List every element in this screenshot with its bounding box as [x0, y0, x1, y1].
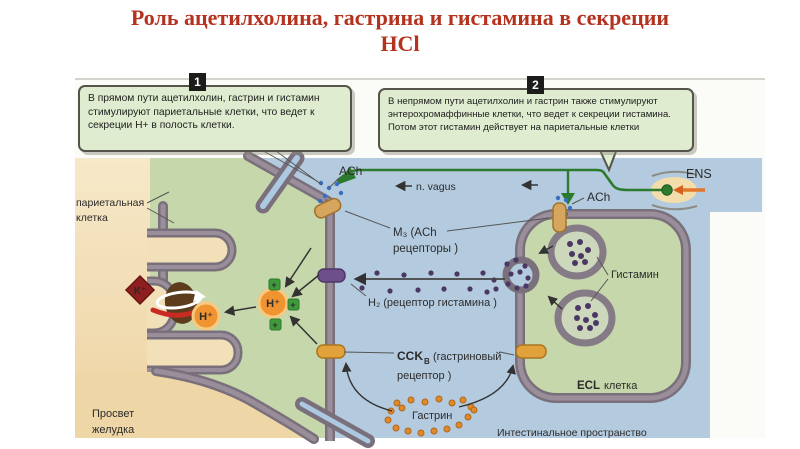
ecl-cell-label: ECL — [577, 380, 600, 392]
svg-text:рецептор ): рецептор ) — [397, 370, 451, 382]
nerve-terminal-right — [561, 193, 575, 205]
m3-receptor — [313, 197, 342, 219]
svg-text:(гастриновый: (гастриновый — [433, 351, 501, 363]
h-ion-label-1: H⁺ — [199, 311, 213, 323]
m3-receptor-label: M₃ (ACh — [393, 227, 437, 239]
step-2-badge: 2 — [527, 76, 544, 94]
signal-arrows — [223, 179, 538, 345]
cckb-receptor-ecl — [515, 344, 547, 359]
gastrin-label: Гастрин — [412, 410, 452, 422]
svg-text:клетка: клетка — [76, 212, 108, 224]
step-1-badge: 1 — [189, 73, 206, 91]
cckb-receptor-label: CCK — [397, 349, 423, 363]
lumen-label: Просвет — [92, 408, 134, 420]
histamine-dots — [359, 257, 531, 295]
svg-text:клетка: клетка — [604, 380, 638, 392]
gastrin-arrow-left — [341, 362, 393, 412]
parietal-cell — [75, 150, 375, 448]
box2-tail — [597, 145, 619, 173]
proton-pump-group — [124, 274, 300, 331]
k-ion-label: K⁺ — [134, 286, 147, 297]
slide-title: Роль ацетилхолина, гастрина и гистамина … — [0, 5, 800, 57]
svg-text:желудка: желудка — [92, 424, 135, 436]
callout-box-1: В прямом пути ацетилхолин, гастрин и гис… — [78, 85, 352, 152]
leader-lines — [146, 147, 609, 356]
gastrin-cluster — [341, 362, 516, 437]
svg-text:+: + — [290, 300, 295, 310]
parietal-cell-label: париетальная — [76, 197, 144, 209]
ach-label-left: ACh — [339, 164, 362, 178]
h2-receptor-label: H₂ (рецептор гистамина ) — [368, 297, 497, 309]
ach-label-right: ACh — [587, 190, 610, 204]
vesicle-granules — [567, 239, 599, 331]
svg-text:B: B — [424, 357, 430, 366]
stimulation-plus-badges — [268, 278, 300, 331]
slide-title-line2: HCl — [380, 31, 420, 56]
gastrin-arrow-right — [458, 364, 516, 408]
lumen-bottom — [75, 372, 312, 438]
interstitial-label: Интестинальное пространство — [497, 427, 647, 439]
svg-text:+: + — [271, 280, 276, 290]
nerve-terminal-left — [334, 167, 356, 186]
h-ion-secreted — [191, 301, 221, 331]
receptors — [313, 197, 567, 359]
k-ion-diamond — [124, 274, 156, 306]
ach-receptor-ecl — [552, 202, 567, 233]
ens-label: ENS — [686, 167, 712, 181]
histamine-label: Гистамин — [611, 269, 659, 281]
svg-text:+: + — [272, 320, 277, 330]
slide-title-line1: Роль ацетилхолина, гастрина и гистамина … — [130, 5, 670, 30]
exocytosis-pit — [502, 256, 540, 294]
vagus-nerve — [334, 167, 705, 211]
svg-text:рецепторы ): рецепторы ) — [393, 243, 458, 255]
h2-receptor — [317, 268, 346, 283]
h-ion-label-2: H⁺ — [266, 298, 280, 310]
callout-box-2: В непрямом пути ацетилхолин и гастрин та… — [378, 88, 694, 152]
n-vagus-label: n. vagus — [416, 181, 456, 193]
ecl-cell — [502, 209, 691, 403]
histamine-vesicle-1 — [547, 224, 607, 280]
cckb-receptor-parietal — [316, 344, 346, 359]
